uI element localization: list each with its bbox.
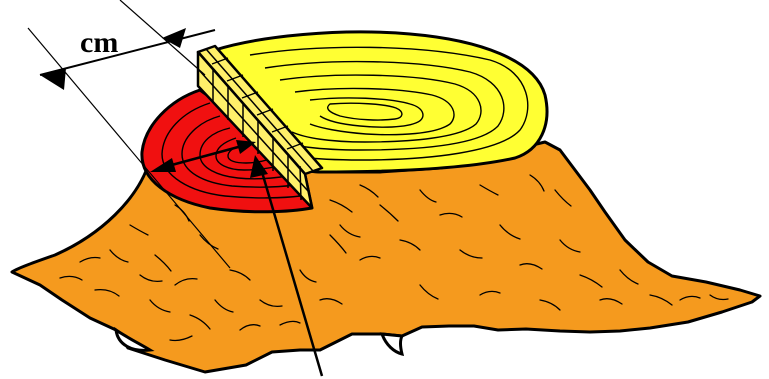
- root-notch-left: [114, 326, 155, 352]
- dimension-label: cm: [80, 26, 118, 59]
- strip-front-face: [196, 50, 314, 210]
- dimension-arrow-right-icon: [162, 28, 186, 48]
- dimension-line: [39, 28, 216, 90]
- bark-texture: [59, 174, 729, 342]
- radius-arrow: [150, 140, 256, 172]
- dimension-arrow-left-icon: [40, 68, 66, 90]
- arrowhead-right-icon: [236, 140, 256, 154]
- stump-top-surface: [213, 30, 549, 174]
- top-growth-rings: [249, 46, 529, 161]
- dimension-guides: [27, 0, 231, 269]
- arrowhead-up-icon: [250, 155, 268, 178]
- measuring-strip: [196, 44, 324, 210]
- arrowhead-left-icon: [150, 158, 176, 172]
- root-notch-mid: [379, 332, 405, 357]
- pointer-arrow: [250, 155, 324, 377]
